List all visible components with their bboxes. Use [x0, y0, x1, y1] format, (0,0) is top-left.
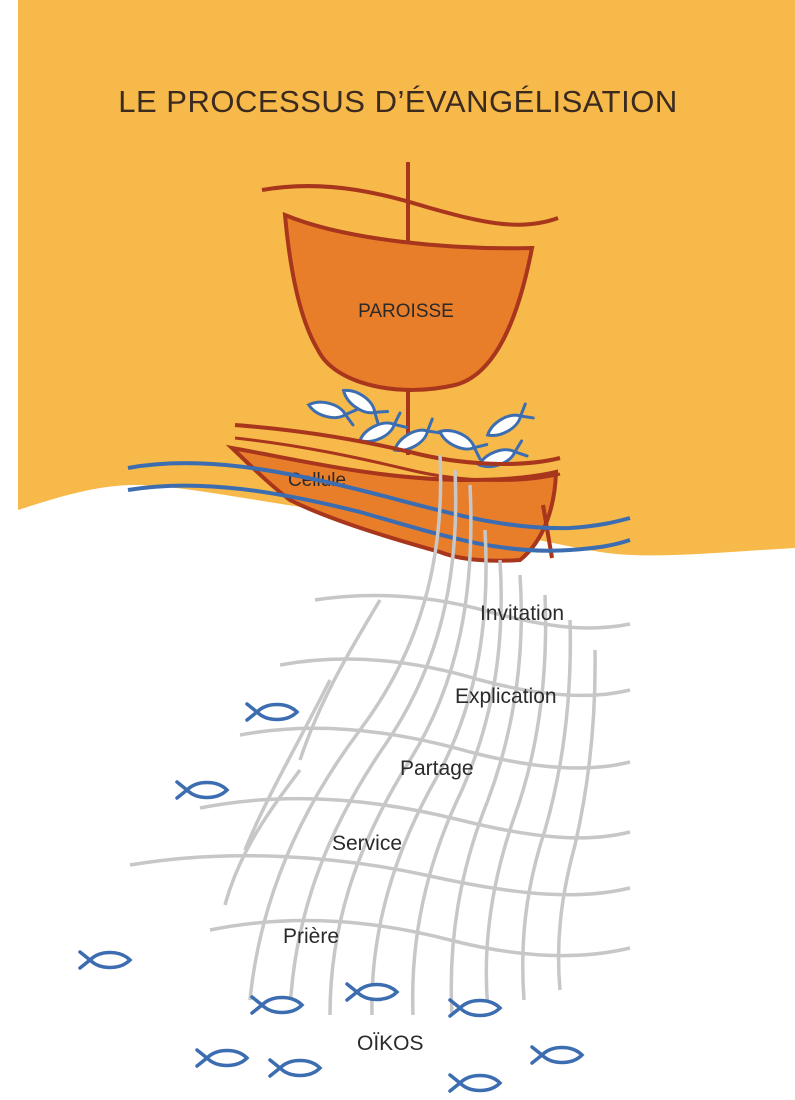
stage-explication: Explication [455, 685, 557, 708]
stage-partage: Partage [400, 757, 474, 780]
fish-icon [270, 1060, 320, 1076]
fish-icon [450, 1075, 500, 1091]
fish-icon [252, 997, 302, 1013]
fish-icon [197, 1050, 247, 1066]
page-title: LE PROCESSUS D’ÉVANGÉLISATION [118, 84, 677, 119]
net-horizontal [130, 596, 630, 956]
stage-priere: Prière [283, 925, 339, 948]
stage-oikos: OÏKOS [357, 1032, 424, 1055]
fish-icon [532, 1047, 582, 1063]
fish-icon [177, 782, 227, 798]
fish-icon [347, 984, 397, 1000]
stage-invitation: Invitation [480, 602, 564, 625]
fish-icon [80, 952, 130, 968]
paroisse-label: PAROISSE [358, 301, 454, 322]
fish-icon [247, 704, 297, 720]
fish-icon [450, 1000, 500, 1016]
stage-service: Service [332, 832, 402, 855]
